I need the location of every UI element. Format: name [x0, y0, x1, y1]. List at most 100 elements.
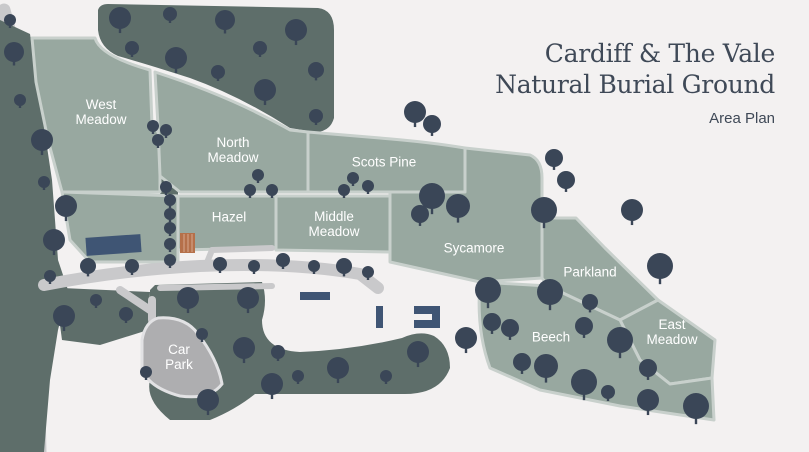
tree-trunk — [8, 24, 12, 28]
tree-trunk — [130, 271, 134, 275]
tree-trunk — [256, 179, 260, 183]
title-line-2: Natural Burial Ground — [495, 70, 775, 99]
tree — [4, 14, 16, 26]
tree-trunk — [242, 357, 246, 364]
tree-trunk — [12, 60, 16, 66]
tree — [80, 258, 96, 274]
tree — [308, 62, 324, 78]
label-car-park[interactable]: Car Park — [165, 342, 193, 372]
tree-trunk — [520, 369, 524, 374]
tree-trunk — [52, 249, 56, 256]
tree-trunk — [144, 376, 148, 380]
tree-trunk — [312, 270, 316, 274]
tree-trunk — [48, 280, 52, 284]
tree-trunk — [62, 325, 66, 332]
tree — [164, 238, 176, 250]
tree-trunk — [94, 304, 98, 308]
tree — [621, 199, 643, 221]
tree-trunk — [270, 393, 274, 400]
tree — [276, 253, 290, 267]
tree — [607, 327, 633, 353]
tree — [455, 327, 477, 349]
tree-trunk — [168, 232, 172, 236]
tree-trunk — [486, 301, 490, 309]
tree-trunk — [366, 276, 370, 280]
tree — [601, 385, 615, 399]
label-middle-meadow[interactable]: Middle Meadow — [308, 209, 360, 239]
tree-trunk — [336, 377, 340, 384]
tree-trunk — [658, 277, 662, 285]
office-building — [85, 234, 142, 256]
tree — [163, 7, 177, 21]
tree-trunk — [456, 216, 460, 223]
tree — [557, 171, 575, 189]
tree — [164, 254, 176, 266]
tree-trunk — [582, 393, 586, 401]
tree-trunk — [694, 417, 698, 425]
tree-trunk — [342, 272, 346, 277]
tree-trunk — [314, 121, 318, 125]
tree-trunk — [646, 409, 650, 416]
tree — [639, 359, 657, 377]
label-scots-pine[interactable]: Scots Pine — [351, 154, 417, 170]
tree-trunk — [296, 380, 300, 384]
label-parkland[interactable]: Parkland — [563, 264, 617, 280]
tree — [119, 307, 133, 321]
tree-trunk — [246, 307, 250, 314]
tree — [213, 257, 227, 271]
tree — [483, 313, 501, 331]
tree — [407, 341, 429, 363]
tree-trunk — [630, 219, 634, 226]
tree — [43, 229, 65, 251]
label-sycamore[interactable]: Sycamore — [443, 240, 505, 256]
tree — [152, 134, 164, 146]
tree-trunk — [552, 165, 556, 170]
tree-trunk — [168, 19, 172, 23]
tree-trunk — [508, 335, 512, 340]
tree-trunk — [216, 77, 220, 81]
tree-trunk — [206, 409, 210, 416]
tree — [308, 260, 320, 272]
tree — [233, 337, 255, 359]
tree-trunk — [86, 272, 90, 277]
tree-trunk — [588, 308, 592, 313]
tree — [211, 65, 225, 79]
tracks — [38, 245, 384, 324]
tree-trunk — [430, 131, 434, 136]
tree — [423, 115, 441, 133]
north-meadow-area — [153, 70, 310, 194]
label-west-meadow[interactable]: West Meadow — [75, 97, 127, 127]
tree-trunk — [258, 53, 262, 57]
label-hazel[interactable]: Hazel — [211, 209, 247, 225]
tree — [215, 10, 235, 30]
tree — [531, 197, 557, 223]
tree — [637, 389, 659, 411]
tree-trunk — [276, 357, 280, 361]
tree — [501, 319, 519, 337]
tree — [125, 41, 139, 55]
label-east-meadow[interactable]: East Meadow — [646, 317, 698, 347]
tree-trunk — [252, 270, 256, 274]
tree-trunk — [218, 269, 222, 273]
tree — [513, 353, 531, 371]
tree — [160, 181, 172, 193]
label-beech[interactable]: Beech — [531, 329, 571, 345]
tree-trunk — [186, 307, 190, 314]
tree-trunk — [418, 221, 422, 226]
tree — [38, 176, 50, 188]
tree — [252, 169, 264, 181]
tree — [197, 389, 219, 411]
tree-trunk — [294, 39, 298, 46]
memorial-lines — [183, 234, 193, 252]
tree — [177, 287, 199, 309]
southwest-woodland — [58, 288, 150, 345]
tree-trunk — [40, 149, 44, 156]
tree-trunk — [564, 187, 568, 192]
tree-trunk — [342, 194, 346, 198]
tree — [380, 370, 392, 382]
tree-trunk — [646, 375, 650, 380]
tree — [336, 258, 352, 274]
label-north-meadow[interactable]: North Meadow — [207, 135, 259, 165]
tree-trunk — [542, 221, 546, 229]
